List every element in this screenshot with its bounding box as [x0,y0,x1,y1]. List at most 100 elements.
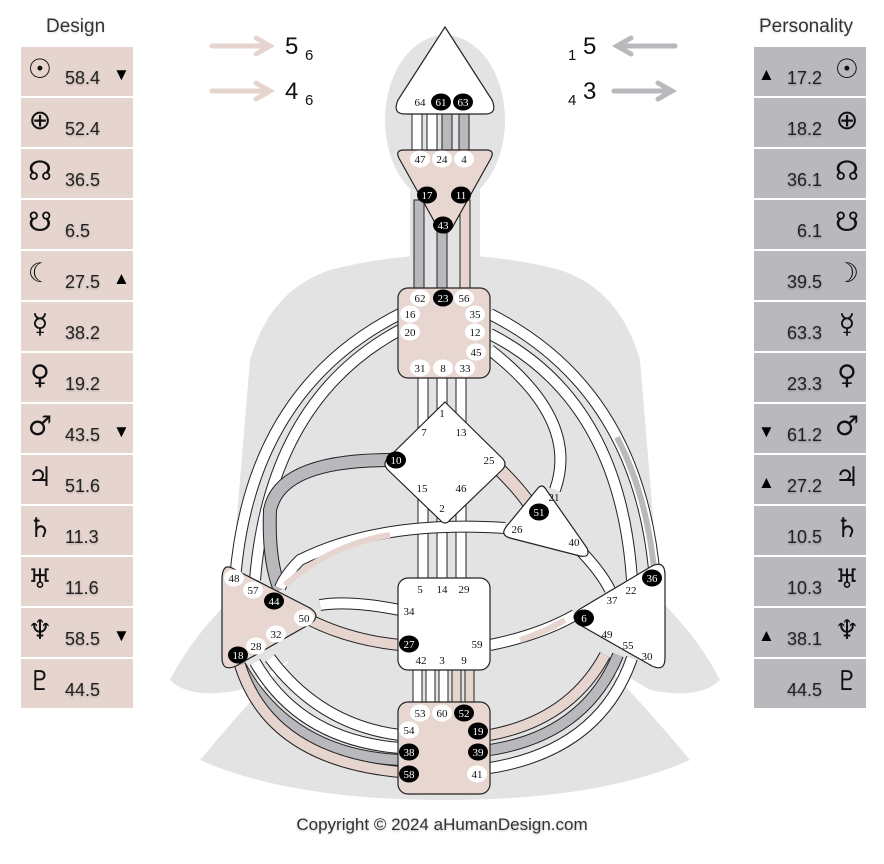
gate-34[interactable]: 34 [399,603,419,620]
gate-5[interactable]: 5 [410,581,430,598]
personality-row-saturn[interactable]: ♄10.5 [754,506,866,555]
design-row-south-node[interactable]: ☋6.5 [21,200,133,249]
gate-42[interactable]: 42 [411,652,431,669]
gate-52[interactable]: 52 [454,704,474,722]
gate-32[interactable]: 32 [266,625,286,643]
gate-41[interactable]: 41 [467,765,487,783]
gate-10[interactable]: 10 [386,451,406,469]
gate-22[interactable]: 22 [621,582,641,599]
gate-60[interactable]: 60 [432,704,452,722]
personality-row-moon[interactable]: ☽39.5 [754,251,866,300]
personality-row-earth[interactable]: ⊕18.2 [754,98,866,147]
gate-56[interactable]: 56 [454,289,474,307]
gate-7[interactable]: 7 [414,424,434,441]
gate-53[interactable]: 53 [410,704,430,722]
center-solar-plexus[interactable] [573,563,666,669]
gate-38[interactable]: 38 [399,743,419,761]
gate-49[interactable]: 49 [597,626,617,643]
gate-24[interactable]: 24 [432,150,452,168]
center-sacral[interactable] [397,577,491,671]
gate-23[interactable]: 23 [433,289,453,307]
gate-14[interactable]: 14 [432,581,452,598]
design-row-sun[interactable]: ☉58.4▼ [21,47,133,96]
gate-13[interactable]: 13 [451,424,471,441]
gate-58[interactable]: 58 [399,765,419,783]
design-row-neptune[interactable]: ♆58.5▼ [21,608,133,657]
gate-46[interactable]: 46 [451,480,471,497]
center-root[interactable] [397,701,491,795]
gate-28[interactable]: 28 [246,637,266,655]
gate-36[interactable]: 36 [642,569,662,587]
gate-62[interactable]: 62 [410,289,430,307]
personality-row-north-node[interactable]: ☊36.1 [754,149,866,198]
personality-row-jupiter[interactable]: ♃27.2▲ [754,455,866,504]
gate-64[interactable]: 64 [410,94,430,111]
gate-63[interactable]: 63 [453,93,473,111]
gate-21[interactable]: 21 [544,489,564,506]
gate-26[interactable]: 26 [507,521,527,538]
gate-33[interactable]: 33 [455,359,475,377]
gate-44[interactable]: 44 [264,592,284,610]
gate-25[interactable]: 25 [479,452,499,469]
gate-3[interactable]: 3 [432,652,452,669]
gate-48[interactable]: 48 [224,569,244,587]
gate-number: 48 [229,573,241,585]
personality-row-venus[interactable]: ♀23.3 [754,353,866,402]
personality-row-mars[interactable]: ♂61.2▼ [754,404,866,453]
gate-18[interactable]: 18 [228,646,248,664]
gate-45[interactable]: 45 [466,343,486,361]
gate-19[interactable]: 19 [468,722,488,740]
design-row-saturn[interactable]: ♄11.3 [21,506,133,555]
personality-row-sun[interactable]: ☉17.2▲ [754,47,866,96]
gate-51[interactable]: 51 [529,503,549,521]
gate-1[interactable]: 1 [432,405,452,422]
design-row-pluto[interactable]: ♇44.5 [21,659,133,708]
gate-marker [294,609,314,627]
gate-12[interactable]: 12 [465,323,485,341]
gate-9[interactable]: 9 [454,652,474,669]
gate-8[interactable]: 8 [433,359,453,377]
gate-55[interactable]: 55 [618,637,638,654]
gate-17[interactable]: 17 [417,186,437,204]
design-row-jupiter[interactable]: ♃51.6 [21,455,133,504]
personality-row-uranus[interactable]: ♅10.3 [754,557,866,606]
center-heart[interactable] [503,485,589,557]
personality-row-neptune[interactable]: ♆38.1▲ [754,608,866,657]
gate-59[interactable]: 59 [467,636,487,653]
gate-20[interactable]: 20 [400,323,420,341]
design-row-mercury[interactable]: ☿38.2 [21,302,133,351]
gate-11[interactable]: 11 [451,186,471,204]
gate-number: 50 [299,613,311,625]
gate-15[interactable]: 15 [412,480,432,497]
center-head[interactable] [395,25,495,115]
gate-number: 25 [484,455,496,467]
design-row-mars[interactable]: ♂43.5▼ [21,404,133,453]
gate-27[interactable]: 27 [399,635,419,653]
design-row-venus[interactable]: ♀19.2 [21,353,133,402]
personality-row-mercury[interactable]: ☿63.3 [754,302,866,351]
gate-30[interactable]: 30 [637,648,657,665]
gate-54[interactable]: 54 [399,721,419,739]
center-g[interactable] [384,401,506,524]
gate-39[interactable]: 39 [468,743,488,761]
personality-row-pluto[interactable]: ♇44.5 [754,659,866,708]
gate-16[interactable]: 16 [400,305,420,323]
gate-31[interactable]: 31 [410,359,430,377]
design-row-uranus[interactable]: ♅11.6 [21,557,133,606]
gate-43[interactable]: 43 [433,216,453,234]
gate-6[interactable]: 6 [574,609,594,627]
gate-29[interactable]: 29 [454,581,474,598]
gate-4[interactable]: 4 [454,150,474,168]
gate-37[interactable]: 37 [602,592,622,609]
gate-2[interactable]: 2 [432,500,452,517]
gate-35[interactable]: 35 [465,305,485,323]
design-row-north-node[interactable]: ☊36.5 [21,149,133,198]
design-row-moon[interactable]: ☾27.5▲ [21,251,133,300]
gate-61[interactable]: 61 [431,93,451,111]
gate-50[interactable]: 50 [294,609,314,627]
gate-47[interactable]: 47 [410,150,430,168]
gate-57[interactable]: 57 [243,581,263,599]
personality-row-south-node[interactable]: ☋6.1 [754,200,866,249]
design-row-earth[interactable]: ⊕52.4 [21,98,133,147]
gate-40[interactable]: 40 [564,534,584,551]
